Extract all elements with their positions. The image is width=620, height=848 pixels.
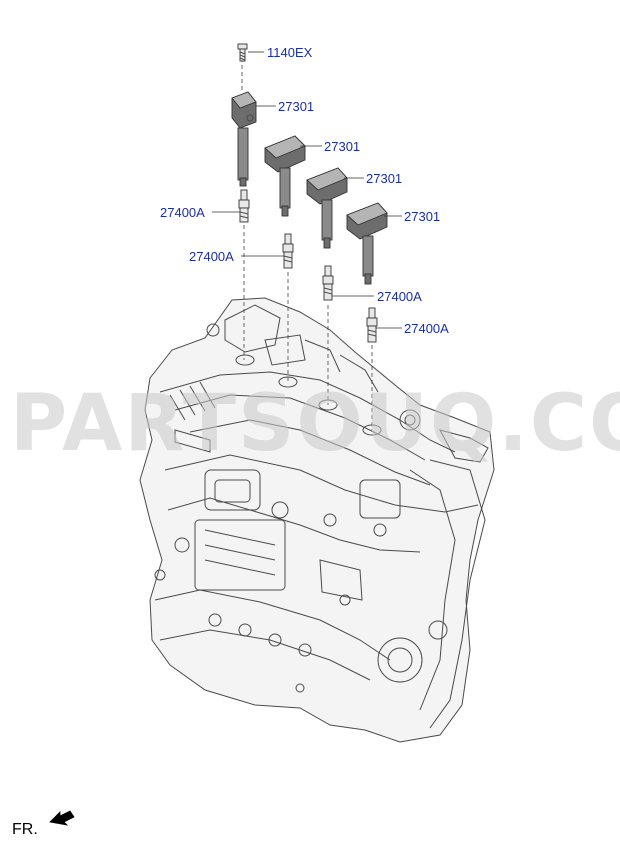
spark-plug-4 (366, 307, 378, 343)
label-coil-1[interactable]: 27301 (278, 99, 314, 114)
bolt-part (237, 43, 248, 62)
ignition-coil-2 (264, 135, 306, 217)
label-plug-4[interactable]: 27400A (404, 321, 449, 336)
label-coil-4[interactable]: 27301 (404, 209, 440, 224)
ignition-coil-1 (231, 91, 257, 187)
label-plug-3[interactable]: 27400A (377, 289, 422, 304)
ignition-coil-4 (346, 202, 388, 285)
label-bolt[interactable]: 1140EX (267, 45, 313, 60)
front-label: FR. (12, 821, 38, 838)
label-plug-2[interactable]: 27400A (189, 249, 234, 264)
leader-lines (212, 51, 402, 329)
watermark: PARTSOUQ.COM (10, 379, 620, 469)
engine-block (139, 297, 495, 743)
label-plug-1[interactable]: 27400A (160, 205, 205, 220)
front-arrow-icon (49, 810, 75, 826)
spark-plug-2 (282, 233, 294, 269)
spark-plug-1 (238, 189, 250, 223)
ignition-coil-3 (306, 167, 348, 249)
label-coil-2[interactable]: 27301 (324, 139, 360, 154)
center-lines (241, 58, 373, 430)
spark-plug-3 (322, 265, 334, 301)
label-coil-3[interactable]: 27301 (366, 171, 402, 186)
